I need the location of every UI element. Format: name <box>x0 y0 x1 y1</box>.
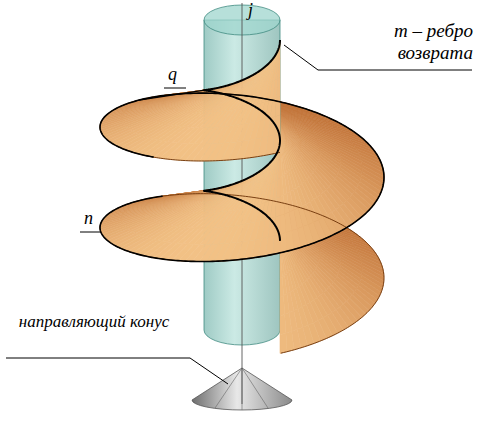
figure-label: q <box>168 64 188 85</box>
surface-patch <box>237 223 250 242</box>
surface-patch <box>237 123 250 142</box>
surface-patch <box>280 158 282 178</box>
cone-generators <box>215 368 268 410</box>
surface-patch <box>236 241 249 260</box>
surface-patch <box>234 207 248 226</box>
surface-patch <box>280 314 286 334</box>
surface-front <box>100 40 384 353</box>
leaders <box>6 45 472 384</box>
surface-patch <box>234 107 248 126</box>
curves <box>100 40 384 353</box>
figure-label: направляющий конус <box>4 312 184 332</box>
leader-line <box>164 88 186 89</box>
surface-patch <box>280 214 286 234</box>
surface-patch <box>236 140 249 159</box>
leader-line <box>80 232 101 233</box>
surface-patch <box>280 277 284 297</box>
leader-line <box>6 358 228 384</box>
figure-label: m – ребро возврата <box>318 20 473 64</box>
surface-patch <box>280 258 282 278</box>
surface-patch <box>280 232 287 252</box>
figure-label: n <box>84 208 104 229</box>
figure-label: j <box>248 0 272 21</box>
surface-patch <box>280 296 285 316</box>
surface-patch <box>280 333 287 353</box>
surface-back <box>100 90 384 281</box>
surface-patch <box>280 195 285 215</box>
surface-patch <box>280 176 284 196</box>
generator-q <box>139 89 210 100</box>
curve-n <box>100 93 384 261</box>
regression-edge <box>204 40 280 241</box>
